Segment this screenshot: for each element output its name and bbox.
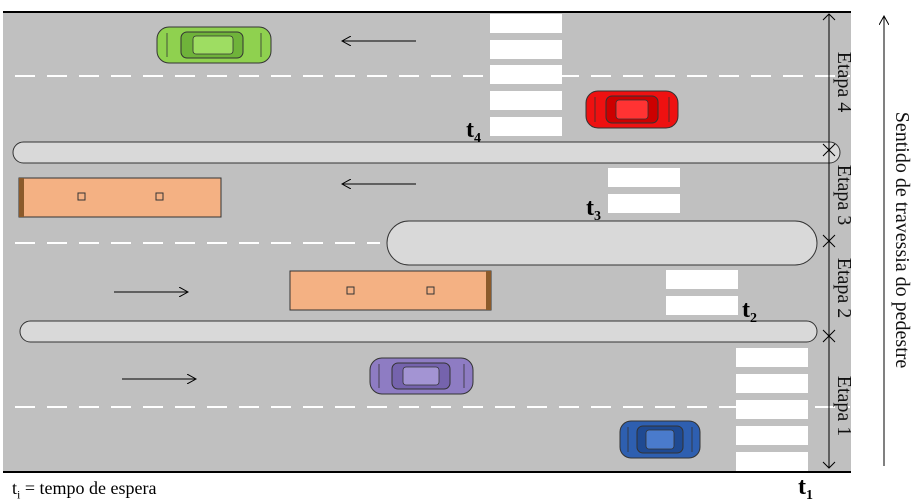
car-purple	[369, 357, 474, 395]
car-green	[156, 26, 272, 64]
stage-label-3: Etapa 3	[833, 165, 855, 226]
bus-westbound	[18, 177, 222, 218]
caption: ti = tempo de espera	[12, 478, 157, 502]
median-central-island	[386, 220, 818, 266]
stage-label-1: Etapa 1	[833, 376, 855, 437]
car-blue	[619, 420, 701, 459]
median-lower	[19, 320, 818, 343]
wait-time-t1: t1	[798, 474, 813, 503]
crosswalk-stage-4	[490, 14, 562, 136]
crosswalk-stage-1	[736, 348, 808, 471]
bus-eastbound	[289, 270, 492, 311]
car-red	[585, 90, 679, 129]
crosswalk-stage-2	[666, 270, 738, 315]
stage-label-2: Etapa 2	[833, 258, 855, 319]
stage-brackets	[822, 13, 836, 469]
crosswalk-stage-3	[608, 168, 680, 213]
median-upper	[12, 141, 841, 164]
wait-time-t4: t4	[466, 117, 481, 146]
stage-label-4: Etapa 4	[833, 52, 855, 113]
crossing-direction-label: Sentido de travessia do pedestre	[891, 112, 913, 369]
wait-time-t3: t3	[586, 195, 601, 224]
wait-time-t2: t2	[742, 297, 757, 326]
